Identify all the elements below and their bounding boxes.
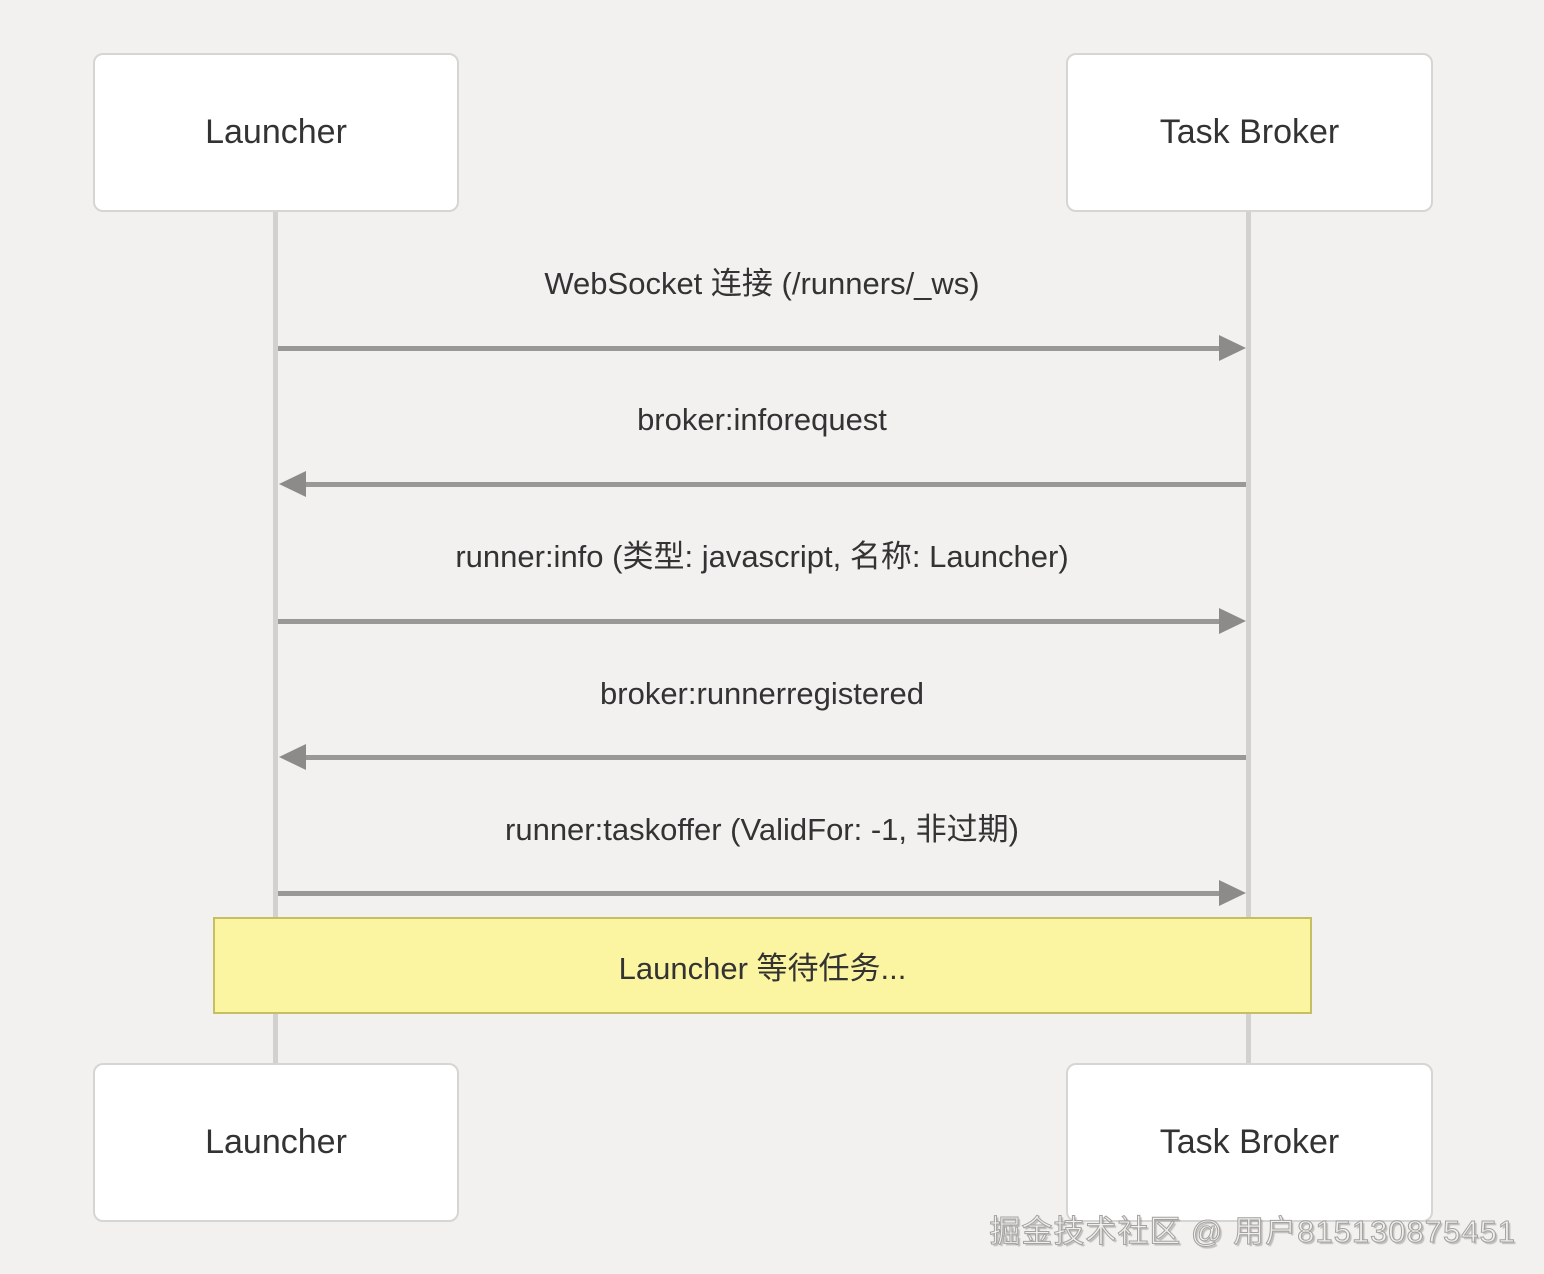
message-label: broker:inforequest (637, 402, 887, 437)
note-waiting-for-tasks: Launcher 等待任务... (213, 917, 1312, 1014)
note-label: Launcher 等待任务... (618, 951, 907, 986)
participant-label: Launcher (205, 1123, 347, 1161)
lifeline-launcher (273, 212, 278, 1063)
participant-label: Launcher (205, 113, 347, 151)
message-line (306, 755, 1246, 760)
message-label: runner:info (类型: javascript, 名称: Launche… (455, 539, 1069, 574)
participant-task-broker-top: Task Broker (1066, 53, 1433, 212)
message-line (278, 346, 1219, 351)
watermark: 掘金技术社区 @ 用户815130875451 (989, 1214, 1516, 1250)
message-line (278, 619, 1219, 624)
participant-task-broker-bottom: Task Broker (1066, 1063, 1433, 1222)
arrow-right-icon (1219, 335, 1246, 361)
arrow-left-icon (279, 471, 306, 497)
arrow-right-icon (1219, 608, 1246, 634)
arrow-right-icon (1219, 880, 1246, 906)
message-line (278, 891, 1219, 896)
participant-launcher-top: Launcher (93, 53, 459, 212)
message-label: WebSocket 连接 (/runners/_ws) (544, 266, 980, 301)
message-label: runner:taskoffer (ValidFor: -1, 非过期) (505, 812, 1019, 847)
lifeline-task-broker (1246, 212, 1251, 1063)
participant-label: Task Broker (1159, 113, 1340, 151)
participant-launcher-bottom: Launcher (93, 1063, 459, 1222)
participant-label: Task Broker (1159, 1123, 1340, 1161)
message-label: broker:runnerregistered (600, 676, 924, 711)
arrow-left-icon (279, 744, 306, 770)
message-line (306, 482, 1246, 487)
